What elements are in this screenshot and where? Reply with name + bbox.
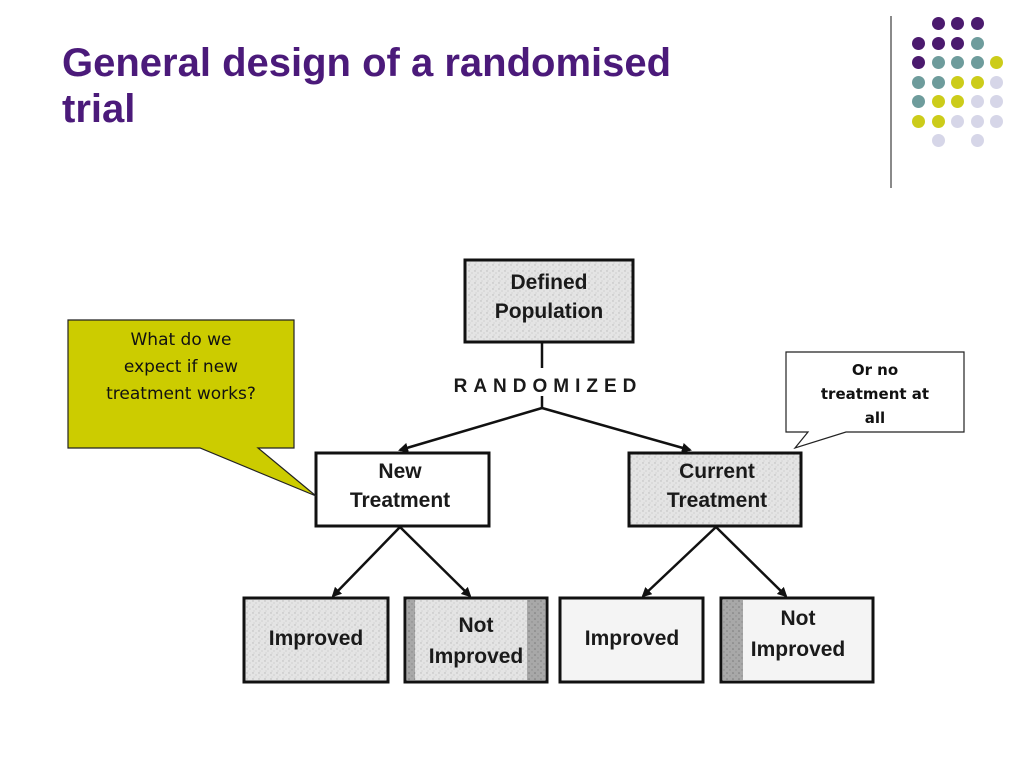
right-callout-line-3: all <box>865 409 885 427</box>
outcome-not-improved-new-line-1: Not <box>459 614 494 637</box>
decorative-dot <box>951 75 964 89</box>
arrow-current-to-improved <box>641 526 717 598</box>
outcome-improved-new-label: Improved <box>269 627 364 650</box>
decorative-dot <box>970 114 984 128</box>
defined-population-line-2: Population <box>495 300 604 323</box>
outcome-not-improved-new: Not Improved <box>403 596 549 684</box>
decorative-dot <box>912 114 925 128</box>
left-callout-line-2: expect if new <box>124 357 238 377</box>
decorative-dot <box>951 95 964 108</box>
decorative-divider <box>890 16 892 188</box>
right-callout-line-2: treatment at <box>821 385 929 403</box>
decorative-dot <box>931 56 945 69</box>
decorative-dot <box>931 75 945 89</box>
decorative-dot <box>931 95 945 108</box>
defined-population-line-1: Defined <box>510 271 587 294</box>
decorative-dot <box>951 36 964 50</box>
decorative-dot <box>912 75 925 89</box>
left-callout-shape <box>67 319 317 497</box>
decorative-dot <box>931 36 945 50</box>
current-treatment-line-2: Treatment <box>667 489 767 512</box>
right-callout-line-1: Or no <box>852 361 898 379</box>
decorative-dot <box>990 95 1003 108</box>
right-callout: Or no treatment at all <box>785 351 965 450</box>
decorative-dot <box>912 36 925 50</box>
slide-title-line-1: General design of a randomised <box>62 41 672 85</box>
outcome-improved-current: Improved <box>558 596 705 684</box>
outcome-not-improved-current: Not Improved <box>719 596 875 684</box>
decorative-dot <box>970 36 984 50</box>
decorative-dot <box>990 114 1003 128</box>
decorative-dot <box>931 134 945 147</box>
decorative-dot <box>951 56 964 69</box>
outcome-not-improved-current-line-2: Improved <box>751 638 846 661</box>
decorative-dot <box>970 134 984 147</box>
slide-title-line-2: trial <box>62 87 136 131</box>
arrow-new-to-improved <box>331 526 401 598</box>
current-treatment-line-1: Current <box>679 460 755 483</box>
arrow-to-current-treatment <box>541 406 692 453</box>
outcome-not-improved-new-line-2: Improved <box>429 645 524 668</box>
new-treatment-line-1: New <box>378 460 422 483</box>
arrow-new-to-not-improved <box>399 526 472 598</box>
right-callout-shape <box>785 351 965 450</box>
slide-title: General design of a randomised trial <box>62 40 862 132</box>
randomized-label: RANDOMIZED <box>454 376 643 397</box>
outcome-improved-new: Improved <box>242 596 390 684</box>
decorative-dot <box>990 75 1003 89</box>
decorative-dot <box>970 17 984 30</box>
decorative-dot <box>970 95 984 108</box>
current-treatment-box: Current Treatment <box>627 451 803 528</box>
left-callout-line-3: treatment works? <box>106 384 256 404</box>
new-treatment-box: New Treatment <box>314 451 491 528</box>
decorative-dot <box>970 75 984 89</box>
decorative-dot <box>931 17 945 30</box>
left-callout-line-1: What do we <box>130 330 231 350</box>
defined-population-box: Defined Population <box>463 258 635 344</box>
decorative-dot <box>970 56 984 69</box>
decorative-dot <box>951 17 964 30</box>
outcome-not-improved-current-line-1: Not <box>781 607 816 630</box>
decorative-dot <box>912 56 925 69</box>
arrow-to-new-treatment <box>398 406 543 453</box>
new-treatment-line-2: Treatment <box>350 489 450 512</box>
decorative-dot <box>990 56 1003 69</box>
decorative-dot <box>912 95 925 108</box>
arrow-current-to-not-improved <box>715 526 788 598</box>
outcome-improved-current-label: Improved <box>585 627 680 650</box>
left-callout: What do we expect if new treatment works… <box>67 319 317 497</box>
decorative-dot <box>931 114 945 128</box>
decorative-dot <box>951 114 964 128</box>
